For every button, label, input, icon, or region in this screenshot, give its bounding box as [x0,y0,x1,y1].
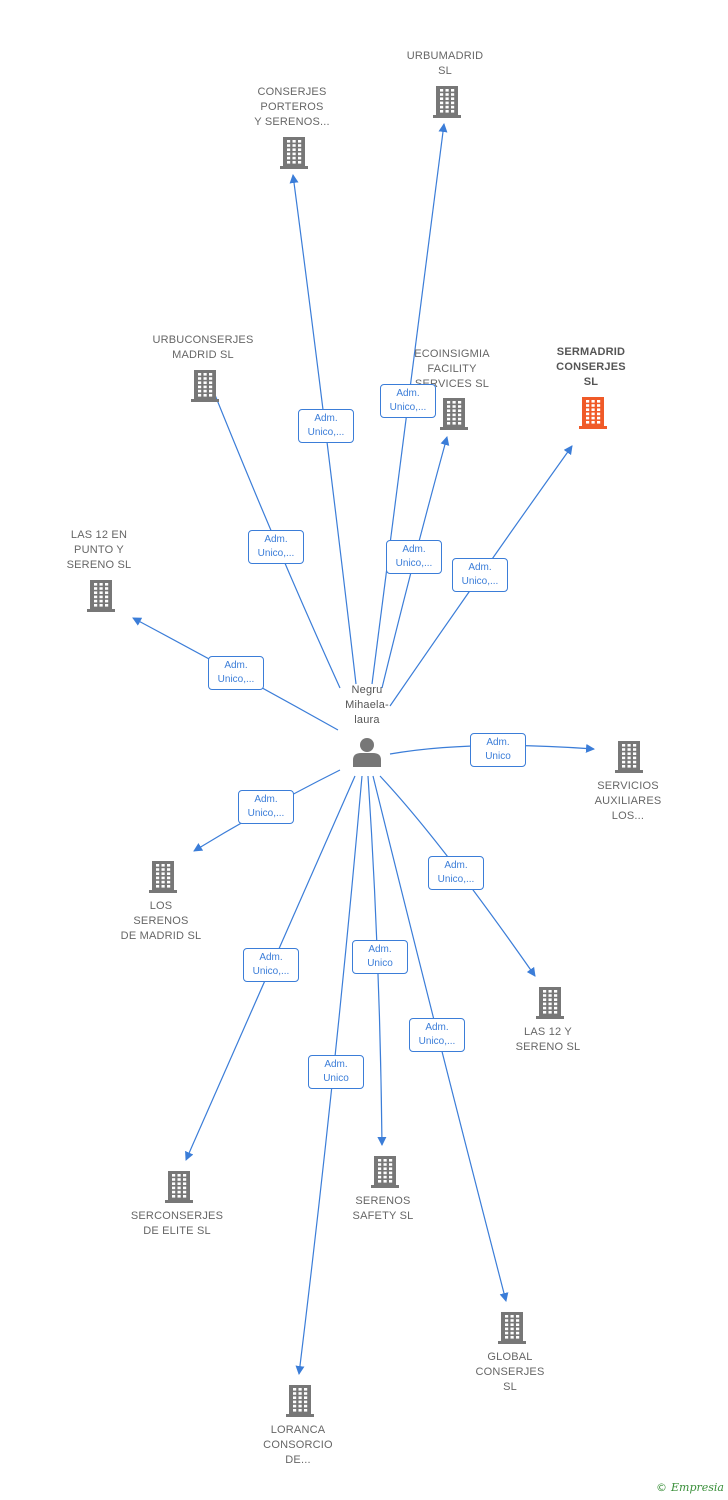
edge-role-label-urbumadrid[interactable]: Adm. Unico,... [380,384,436,418]
company-label-urbumadrid: URBUMADRID SL [406,50,484,77]
company-serconserjes-icon[interactable] [165,1171,193,1203]
company-urbuconserjes-icon[interactable] [191,370,219,402]
company-las12-en-punto-icon[interactable] [87,580,115,612]
company-sermadrid-icon[interactable] [579,397,607,429]
company-label-serconserjes: SERCONSERJES DE ELITE SL [130,1210,224,1237]
company-label-serenos-safety: SERENOS SAFETY SL [352,1195,414,1222]
company-label-las12-sereno: LAS 12 Y SERENO SL [515,1026,581,1053]
edge-role-label-urbuconserjes[interactable]: Adm. Unico,... [248,530,304,564]
company-urbumadrid-icon[interactable] [433,86,461,118]
company-label-las12-en-punto: LAS 12 EN PUNTO Y SERENO SL [66,529,132,571]
brand-logo[interactable]: Empresia [671,1481,724,1494]
company-label-conserjes-porteros: CONSERJES PORTEROS Y SERENOS... [254,86,330,128]
edge-role-label-conserjes-porteros[interactable]: Adm. Unico,... [298,409,354,443]
edge-role-label-serconserjes[interactable]: Adm. Unico,... [243,948,299,982]
edge-role-label-las12-en-punto[interactable]: Adm. Unico,... [208,656,264,690]
company-los-serenos-icon[interactable] [149,861,177,893]
company-serenos-safety-icon[interactable] [371,1156,399,1188]
person-icon[interactable] [353,738,381,767]
edge-role-label-los-serenos[interactable]: Adm. Unico,... [238,790,294,824]
edge-role-label-loranca[interactable]: Adm. Unico [308,1055,364,1089]
company-conserjes-porteros-icon[interactable] [280,137,308,169]
company-label-global-conserjes: GLOBAL CONSERJES SL [475,1351,545,1393]
edge-role-label-serenos-safety[interactable]: Adm. Unico [352,940,408,974]
edge-role-label-global-conserjes[interactable]: Adm. Unico,... [409,1018,465,1052]
edge-role-label-servicios-auxiliares[interactable]: Adm. Unico [470,733,526,767]
company-label-los-serenos: LOS SERENOS DE MADRID SL [120,900,202,942]
company-ecoinsigmia-icon[interactable] [440,398,468,430]
edge-role-label-sermadrid[interactable]: Adm. Unico,... [452,558,508,592]
company-las12-sereno-icon[interactable] [536,987,564,1019]
company-label-sermadrid: SERMADRID CONSERJES SL [556,346,626,388]
company-global-conserjes-icon[interactable] [498,1312,526,1344]
copyright-symbol: © [656,1481,667,1494]
company-label-servicios-auxiliares: SERVICIOS AUXILIARES LOS... [594,780,662,822]
person-name-label: Negru Mihaela- laura [345,684,389,726]
edge-role-label-las12-sereno[interactable]: Adm. Unico,... [428,856,484,890]
brand-footer: © Empresia [656,1481,724,1494]
edge-role-label-ecoinsigmia[interactable]: Adm. Unico,... [386,540,442,574]
company-label-loranca: LORANCA CONSORCIO DE... [263,1424,333,1466]
company-loranca-icon[interactable] [286,1385,314,1417]
company-label-urbuconserjes: URBUCONSERJES MADRID SL [152,334,254,361]
company-servicios-auxiliares-icon[interactable] [615,741,643,773]
